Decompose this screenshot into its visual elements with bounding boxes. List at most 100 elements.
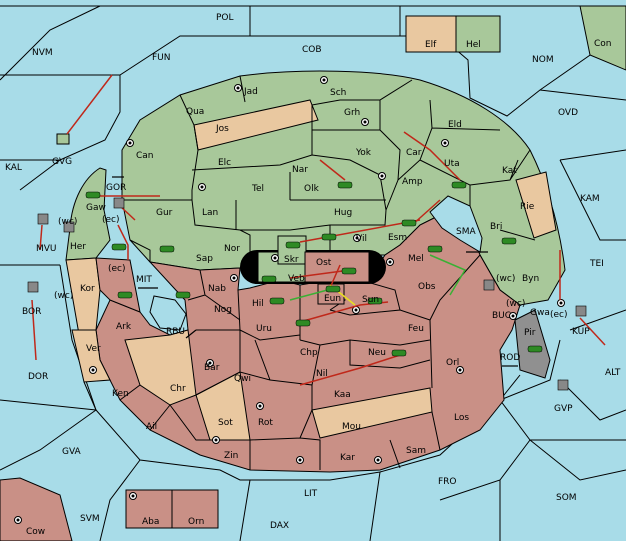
label-kam: KAM	[580, 194, 600, 204]
label-jad: Jad	[243, 87, 258, 97]
label-eld: Eld	[448, 120, 462, 130]
north-provinces	[0, 5, 626, 541]
label-elf: Elf	[425, 40, 437, 50]
label-skr: Skr	[284, 255, 299, 265]
label-gwa-ec: (ec)	[550, 310, 568, 320]
label-car: Car	[406, 148, 422, 158]
label-hil: Hil	[252, 299, 264, 309]
label-sam: Sam	[406, 446, 426, 456]
label-tei: TEI	[589, 259, 604, 269]
label-kup: KUP	[572, 327, 590, 337]
label-sot: Sot	[218, 418, 233, 428]
label-cow: Cow	[26, 527, 45, 537]
label-svm: SVM	[80, 514, 100, 524]
label-nog: Nog	[214, 305, 232, 315]
label-nvm: NVM	[32, 48, 53, 58]
label-kal: KAL	[5, 163, 22, 173]
label-gaw-wc: (wc)	[58, 217, 77, 227]
label-veb: Veb	[288, 274, 305, 284]
label-rbu: RBU	[166, 327, 185, 337]
label-buc: BUC	[492, 311, 511, 321]
label-los: Los	[454, 413, 469, 423]
label-feu: Feu	[408, 324, 424, 334]
label-hug: Hug	[334, 208, 352, 218]
label-mel: Mel	[408, 254, 424, 264]
label-neu: Neu	[368, 348, 386, 358]
label-dor: DOR	[28, 372, 48, 382]
label-elc: Elc	[218, 158, 231, 168]
label-sma: SMA	[456, 227, 476, 237]
label-orn: Orn	[188, 517, 204, 527]
label-rot: Rot	[258, 418, 273, 428]
label-gva: GVA	[62, 447, 82, 457]
label-aba: Aba	[142, 517, 159, 527]
label-grh: Grh	[344, 108, 360, 118]
label-her: Her	[70, 242, 86, 252]
label-olk: Olk	[304, 184, 320, 194]
label-byn: Byn	[522, 274, 539, 284]
label-uru: Uru	[256, 324, 272, 334]
label-obs: Obs	[418, 282, 436, 292]
label-zin: Zin	[224, 451, 238, 461]
label-ail: Ail	[146, 422, 157, 432]
label-gvg: GVG	[52, 157, 72, 167]
label-fun: FUN	[152, 53, 171, 63]
label-tel: Tel	[251, 184, 264, 194]
label-hel: Hel	[466, 40, 481, 50]
label-pol: POL	[216, 13, 234, 23]
label-jos: Jos	[215, 124, 229, 134]
label-bor: BOR	[22, 307, 41, 317]
label-sch: Sch	[330, 88, 346, 98]
label-gor: GOR	[106, 183, 126, 193]
label-qua: Qua	[186, 107, 204, 117]
label-vil: Vil	[356, 234, 367, 244]
label-nab: Nab	[208, 284, 226, 294]
label-mou: Mou	[342, 422, 361, 432]
label-som: SOM	[556, 493, 577, 503]
label-kor-ec: (ec)	[108, 264, 126, 274]
label-can: Can	[136, 151, 154, 161]
label-kat: Kat	[502, 166, 517, 176]
label-eun: Eun	[324, 294, 341, 304]
continent	[65, 70, 566, 473]
label-ver: Ver	[86, 344, 101, 354]
label-rie: Rie	[520, 202, 535, 212]
label-nar: Nar	[292, 165, 308, 175]
label-gwa: Gwa	[530, 308, 550, 318]
label-orl: Orl	[446, 358, 459, 368]
label-kor-wc: (wc)	[54, 291, 73, 301]
label-chp: Chp	[300, 348, 318, 358]
label-gwa-wc: (wc)	[506, 299, 525, 309]
label-gvp: GVP	[554, 404, 573, 414]
label-yok: Yok	[355, 148, 372, 158]
passage-arrows	[112, 176, 518, 367]
label-nor: Nor	[224, 244, 240, 254]
label-sun: Sun	[362, 295, 379, 305]
label-amp: Amp	[402, 177, 423, 187]
label-ken: Ken	[112, 389, 129, 399]
label-bar: Bar	[204, 363, 220, 373]
label-dax: DAX	[270, 521, 289, 531]
label-lan: Lan	[202, 208, 218, 218]
label-esm: Esm	[388, 233, 407, 243]
label-bri: Bri	[490, 222, 502, 232]
label-con: Con	[594, 39, 612, 49]
label-qwi: Qwi	[234, 374, 251, 384]
label-kar: Kar	[340, 453, 355, 463]
label-rod: ROD	[500, 353, 520, 363]
label-ovd: OVD	[558, 108, 578, 118]
region-labels: POL NVM FUN COB NOM Con Elf Hel OVD KAL …	[5, 13, 621, 537]
label-lit: LIT	[304, 489, 318, 499]
supply-centers	[14, 76, 565, 524]
label-sap: Sap	[196, 254, 213, 264]
label-mit: MIT	[136, 275, 152, 285]
label-alt: ALT	[605, 368, 621, 378]
label-nil: Nil	[316, 369, 328, 379]
label-ost: Ost	[316, 258, 332, 268]
label-gur: Gur	[156, 208, 173, 218]
label-gaw-ec: (ec)	[102, 215, 120, 225]
label-kor: Kor	[80, 284, 95, 294]
label-pir: Pir	[524, 328, 536, 338]
label-nom: NOM	[532, 55, 554, 65]
